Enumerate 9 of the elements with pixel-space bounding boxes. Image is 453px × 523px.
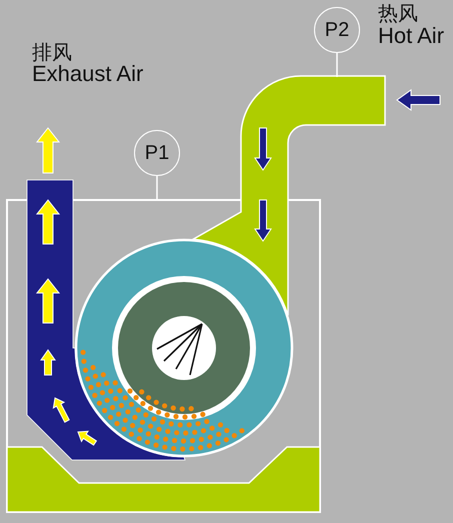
leader-line bbox=[336, 53, 338, 77]
callout-circle: P1 bbox=[134, 130, 180, 176]
hot-air-duct bbox=[192, 75, 386, 316]
flow-label: Hot Air bbox=[378, 24, 444, 48]
flow-label: 热风 bbox=[378, 3, 418, 25]
leader-line bbox=[156, 176, 158, 199]
callout-circle: P2 bbox=[314, 7, 360, 53]
flow-label: Exhaust Air bbox=[32, 62, 144, 86]
flow-label: 排风 bbox=[32, 42, 72, 64]
